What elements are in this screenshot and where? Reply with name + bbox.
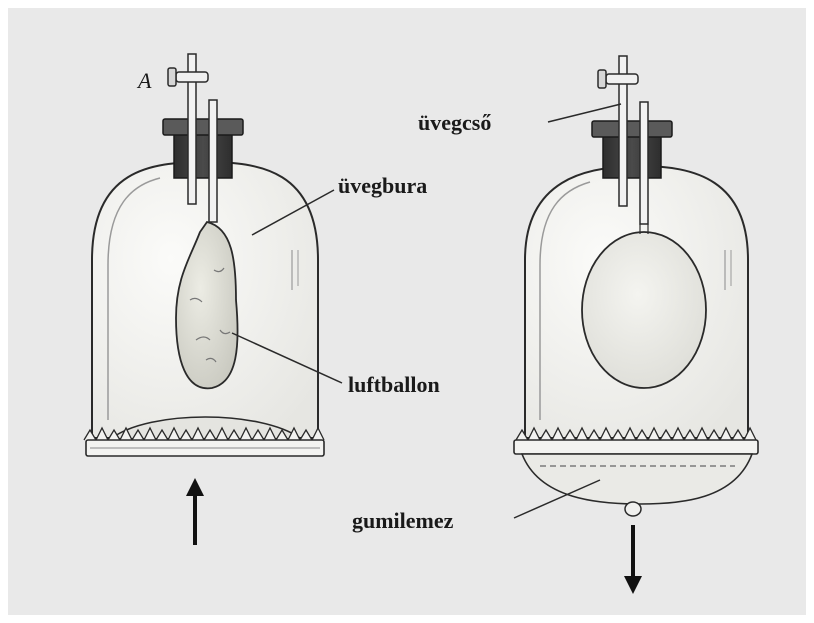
arrow-up-icon (186, 478, 204, 545)
right-stopper-cap (592, 121, 672, 137)
label-glass-tube: üvegcső (418, 110, 491, 135)
label-glass-jar: üvegbura (338, 173, 427, 198)
arrow-down-icon (624, 525, 642, 594)
right-rubber-knob (625, 502, 641, 516)
right-apparatus (514, 56, 758, 594)
leader-glass-tube (548, 104, 621, 122)
label-valve: A (136, 68, 152, 93)
left-balloon-tube (209, 100, 217, 222)
right-balloon-tube (640, 102, 648, 224)
left-apparatus (84, 54, 324, 545)
left-cork (174, 130, 232, 178)
right-base-plate (514, 440, 758, 454)
right-valve (598, 70, 638, 88)
left-stopper-cap (163, 119, 243, 135)
label-rubber-sheet: gumilemez (352, 508, 454, 533)
right-cork (603, 132, 661, 178)
right-rubber-sheet (522, 454, 752, 504)
label-balloon: luftballon (348, 372, 440, 397)
right-balloon (582, 232, 706, 388)
